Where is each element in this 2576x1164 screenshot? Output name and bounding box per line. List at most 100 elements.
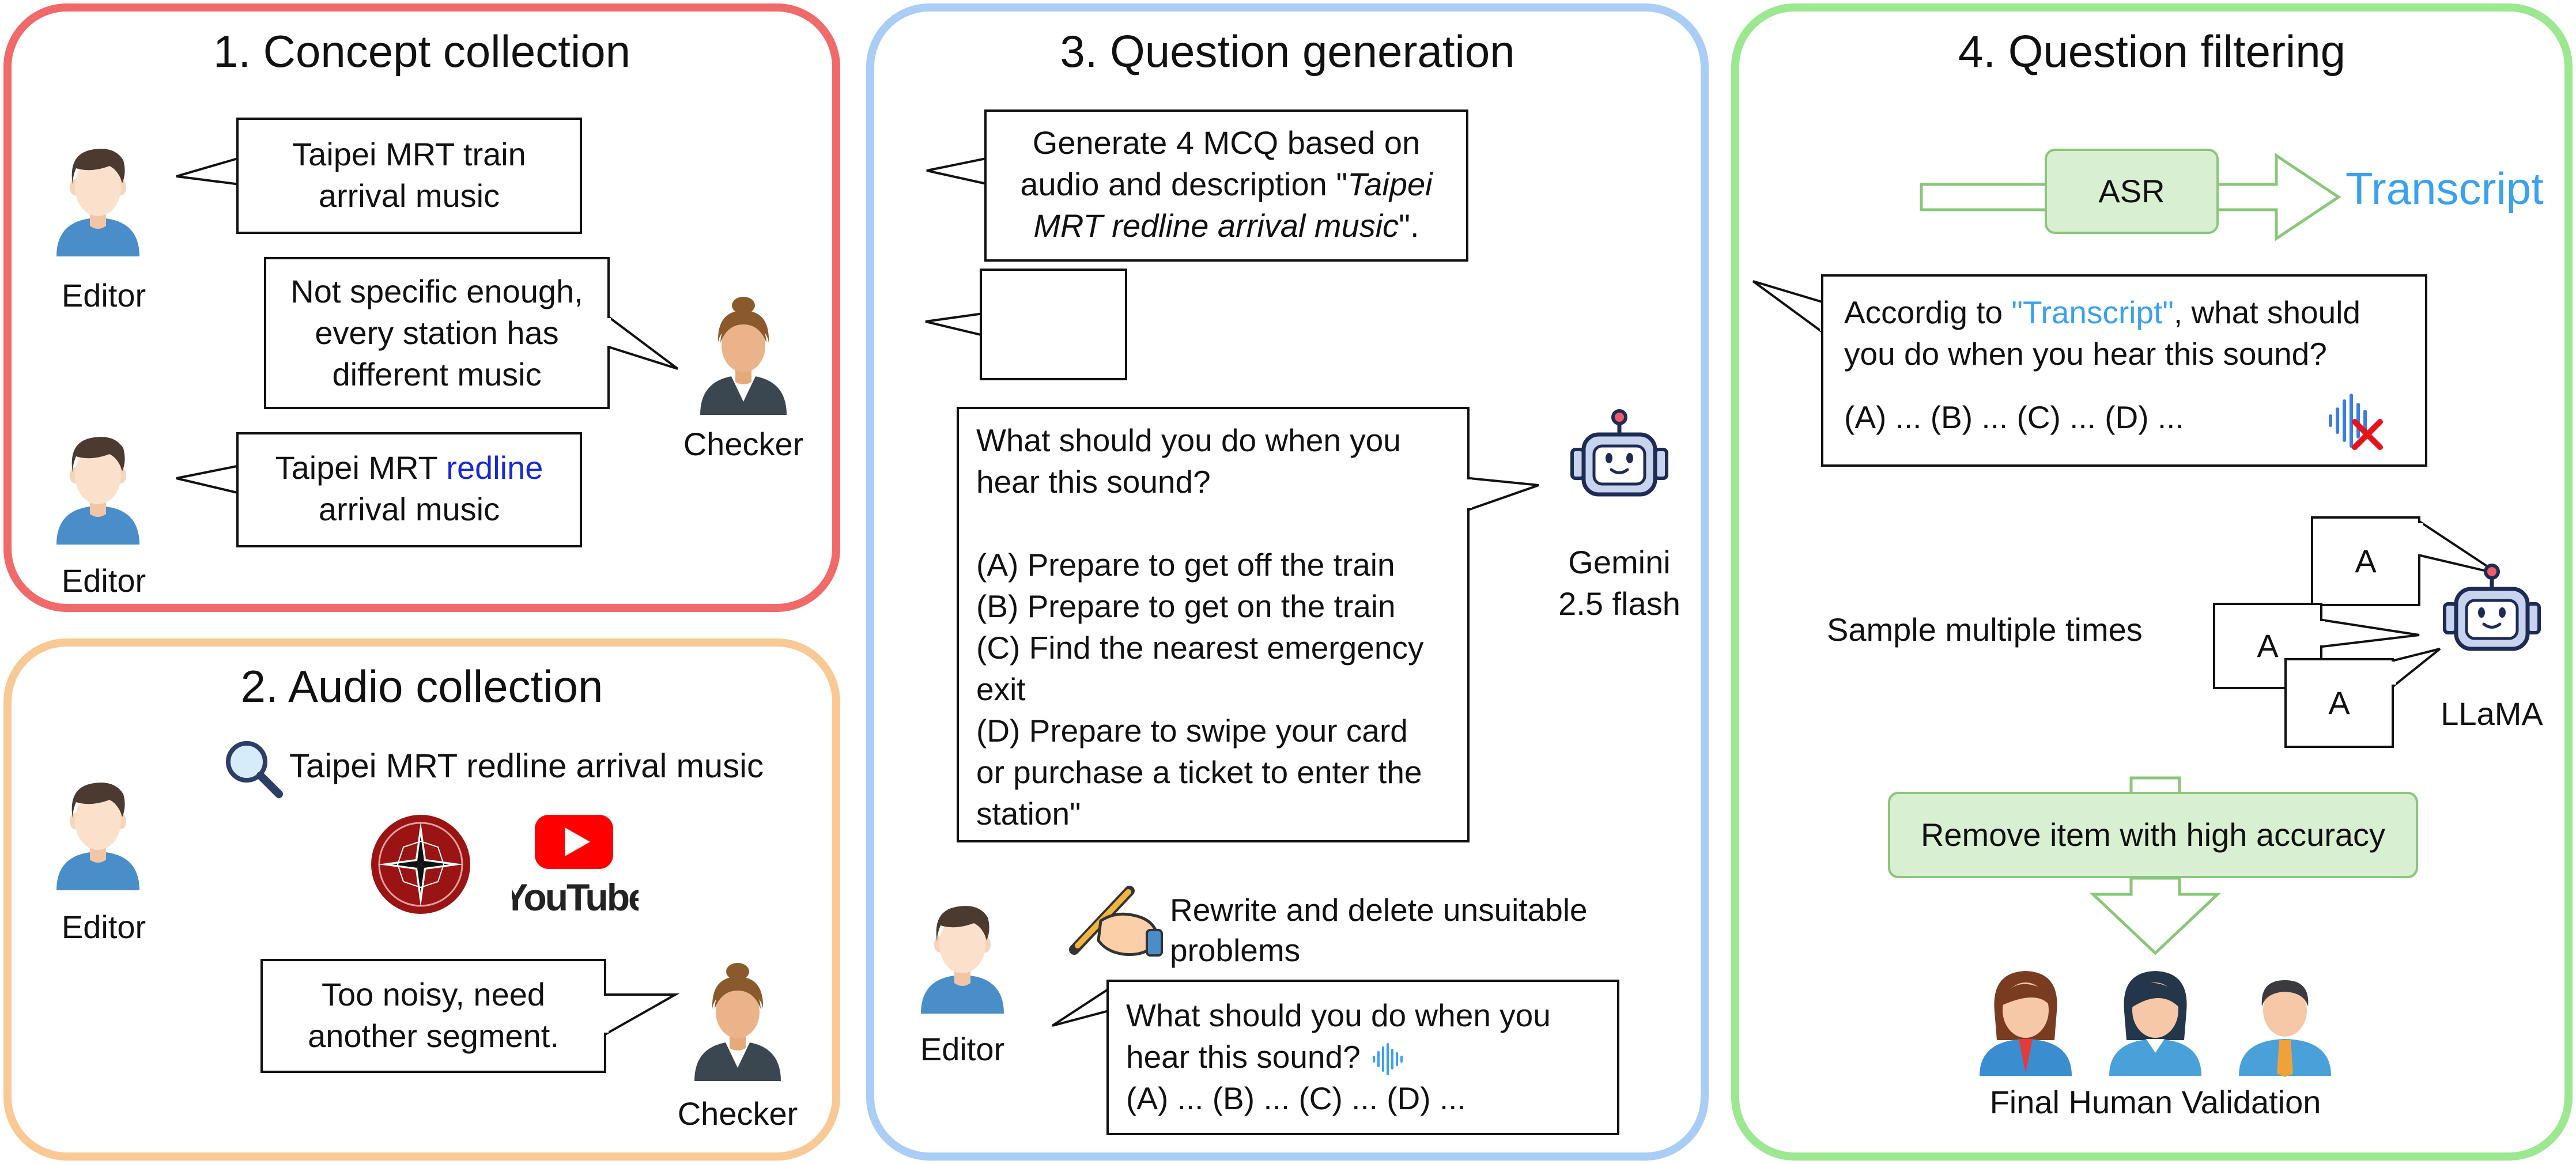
audio-wave-icon: [1001, 277, 1111, 375]
gemini-label: Gemini 2.5 flash: [1533, 542, 1706, 625]
muted-audio-icon: [2329, 394, 2383, 450]
editor-label: Editor: [61, 909, 146, 945]
bubble-tail: [926, 156, 991, 186]
editor-person-icon: [56, 149, 139, 256]
robot-icon: [2428, 558, 2555, 673]
rewrite-line: problems: [1170, 932, 1301, 968]
bubble-text: Taipei MRT: [275, 449, 447, 486]
bubble-line: arrival music: [318, 491, 500, 527]
prompt-italic: MRT redline arrival music: [1033, 207, 1399, 244]
checker-person-icon: [694, 963, 781, 1081]
audio-bubble: Too noisy, need another segment.: [260, 959, 606, 1073]
compass-icon: [371, 815, 470, 914]
bubble-line: another segment.: [308, 1018, 559, 1054]
panel-title: 4. Question filtering: [1958, 26, 2346, 77]
bubble-line: Taipei MRT train: [292, 136, 526, 172]
answer-bubble: A: [2311, 516, 2420, 606]
asr-box: ASR: [2045, 149, 2219, 234]
youtube-label: YouTube: [512, 876, 639, 917]
llama-label: LLaMA: [2441, 696, 2543, 732]
bubble-line: arrival music: [318, 177, 500, 214]
editor-person-icon: [56, 437, 139, 545]
mcq-line: (C) Find the nearest emergency: [976, 630, 1424, 666]
hand-pen-icon: [1069, 886, 1163, 957]
final-line: What should you do when you: [1126, 997, 1551, 1033]
mcq-line: (B) Prepare to get on the train: [976, 588, 1396, 624]
prompt-end: ".: [1399, 207, 1419, 244]
people-group-icon: [1980, 971, 2331, 1077]
mcq-line: (A) Prepare to get off the train: [976, 547, 1395, 583]
redline-highlight: redline: [446, 449, 543, 486]
rewrite-text: Rewrite and delete unsuitable problems: [1170, 890, 1588, 970]
transcript-question-bubble: Accordig to "Transcript", what should yo…: [1821, 274, 2427, 467]
concept-bubble-3: Taipei MRT redline arrival music: [236, 432, 582, 547]
mcq-line: or purchase a ticket to enter the: [976, 754, 1422, 790]
bubble-tail: [1752, 280, 1825, 334]
panel-title: 2. Audio collection: [240, 661, 603, 712]
checker-label: Checker: [677, 1095, 798, 1132]
mcq-line: exit: [976, 671, 1026, 707]
search-icon: [226, 741, 283, 798]
prompt-line: Generate 4 MCQ based on: [1032, 124, 1421, 161]
prompt-line: you do when you hear this sound?: [1844, 336, 2327, 372]
concept-bubble-1: Taipei MRT train arrival music: [236, 118, 582, 234]
answer-bubble: A: [2213, 603, 2322, 689]
audio-collection-panel: 2. Audio collection: [3, 638, 840, 1161]
mcq-bubble: What should you do when you hear this so…: [957, 407, 1470, 842]
bubble-tail: [2418, 520, 2500, 575]
prompt-line: (A) ... (B) ... (C) ... (D) ...: [1844, 399, 2184, 435]
final-line: (A) ... (B) ... (C) ... (D) ...: [1126, 1080, 1466, 1116]
mcq-line: hear this sound?: [976, 464, 1211, 500]
audio-wave-icon: [1372, 1043, 1403, 1076]
bubble-tail: [1051, 987, 1111, 1027]
sample-label: Sample multiple times: [1827, 611, 2143, 648]
editor-label: Editor: [920, 1031, 1005, 1067]
bubble-tail: [1467, 477, 1539, 511]
prompt-line: audio and description ": [1020, 166, 1348, 202]
mcq-line: (D) Prepare to swipe your card: [976, 713, 1408, 749]
prompt-text: Accordig to: [1844, 294, 2012, 330]
bubble-tail: [176, 156, 242, 186]
bubble-tail: [176, 464, 242, 495]
editor-label: Editor: [61, 562, 146, 599]
audio-bubble: [980, 269, 1127, 380]
robot-icon: [1556, 403, 1683, 519]
final-line: hear this sound?: [1126, 1039, 1361, 1075]
bubble-line: every station has: [315, 315, 559, 351]
panel-title: 1. Concept collection: [213, 26, 631, 77]
transcript-highlight: "Transcript": [2011, 294, 2174, 330]
transcript-label: Transcript: [2345, 163, 2544, 214]
editor-person-icon: [56, 783, 139, 890]
search-text: Taipei MRT redline arrival music: [289, 747, 764, 785]
model-label-line: 2.5 flash: [1558, 585, 1680, 622]
bubble-tail: [2392, 648, 2441, 689]
concept-bubble-2: Not specific enough, every station has d…: [264, 257, 610, 409]
bubble-tail: [606, 315, 679, 370]
panel-title: 3. Question generation: [1060, 26, 1515, 77]
mcq-line: [976, 502, 1467, 544]
down-arrow-icon: [2089, 876, 2222, 955]
prompt-italic: Taipei: [1347, 166, 1433, 202]
bubble-tail: [925, 312, 985, 337]
youtube-icon: YouTube: [512, 815, 639, 917]
remove-item-box: Remove item with high accuracy: [1888, 792, 2418, 878]
generation-prompt-bubble: Generate 4 MCQ based on audio and descri…: [984, 109, 1468, 262]
answer-bubble: A: [2284, 658, 2394, 748]
bubble-line: Too noisy, need: [321, 976, 546, 1012]
mcq-line: What should you do when you: [976, 422, 1401, 458]
checker-label: Checker: [683, 426, 804, 462]
editor-person-icon: [921, 906, 1004, 1014]
editor-label: Editor: [61, 277, 146, 313]
bubble-tail: [2320, 618, 2420, 648]
bubble-tail: [604, 993, 680, 1036]
model-label-line: Gemini: [1568, 544, 1671, 580]
bubble-line: different music: [332, 356, 542, 392]
audio-wave-icon: [1772, 135, 1901, 254]
prompt-text: , what should: [2173, 294, 2361, 330]
bubble-line: Not specific enough,: [290, 273, 583, 309]
final-validation-label: Final Human Validation: [1989, 1084, 2321, 1120]
final-question-bubble: What should you do when you hear this so…: [1106, 980, 1619, 1135]
rewrite-line: Rewrite and delete unsuitable: [1170, 892, 1588, 928]
checker-person-icon: [700, 297, 787, 415]
mcq-line: station": [976, 796, 1081, 832]
